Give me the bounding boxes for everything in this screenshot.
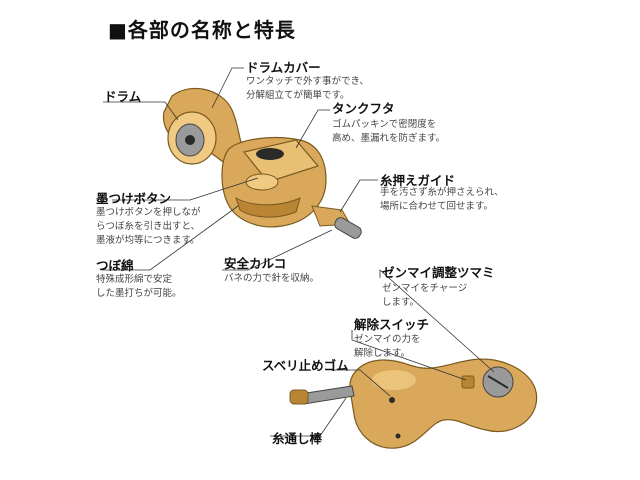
label-ink-button: 墨つけボタン [96,191,172,206]
tank-opening-shape [256,148,284,160]
leader-ink-button [112,177,259,201]
desc-release-switch: ゼンマイの力を 解除します。 [354,334,421,359]
label-drum-cover: ドラムカバー [246,60,321,75]
leader-tank-lid [295,109,330,149]
thread-rod-tip [289,389,309,405]
cotton-shape [235,196,301,218]
reel-highlight-shape [372,370,416,390]
spring-knob-slot [487,375,509,389]
desc-ink-button: 墨つけボタンを押しなが らつぼ糸を引き出すと、 墨液が均等につきます。 [96,207,201,246]
desc-spring-knob: ゼンマイをチャージ します。 [382,283,468,308]
slip-rubber-dot [389,397,395,403]
label-thread-guide: 糸押えガイド [380,173,456,188]
label-safety-karuko: 安全カルコ [224,256,287,271]
drum-hub-shape [185,135,195,145]
desc-tsubo-wata: 特殊成形綿で安定 した墨打ちが可能。 [96,274,182,299]
rear-dot [395,433,401,439]
label-release-switch: 解除スイッチ [354,317,430,332]
desc-drum-cover: ワンタッチで外す事ができ、 分解組立てが簡単です。 [246,76,369,101]
label-tank-lid: タンクフタ [332,101,395,116]
safety-karuko-shape [334,217,362,239]
leader-drum-cover [211,67,244,109]
label-spring-knob: ゼンマイ調整ツマミ [382,265,495,280]
label-thread-rod: 糸通し棒 [272,431,323,446]
desc-tank-lid: ゴムパッキンで密閉度を 高め、墨漏れを防ぎます。 [332,119,446,144]
label-slip-rubber: スベリ止めゴム [262,358,349,373]
leader-tsubo-wata [102,205,239,271]
leader-spring-knob [379,269,495,373]
label-tsubo-wata: つぼ綿 [96,258,134,273]
leader-slip-rubber [332,369,391,397]
leader-safety-karuko [222,229,333,271]
ink-pot-closed-illustration [289,358,538,449]
leader-release-switch [351,330,467,381]
leader-thread-rod [270,397,347,437]
leader-thread-guide [339,179,378,213]
label-drum: ドラム [104,89,142,104]
leader-lines [102,67,495,437]
page-heading: ■各部の名称と特長 [108,18,296,42]
leader-drum [103,101,179,121]
ink-button-shape [245,173,279,191]
desc-safety-karuko: バネの力で針を収納。 [224,273,320,284]
release-switch-shape [461,375,475,389]
desc-thread-guide: 手を汚さず糸が押さえられ、 場所に合わせて回せます。 [380,187,504,212]
